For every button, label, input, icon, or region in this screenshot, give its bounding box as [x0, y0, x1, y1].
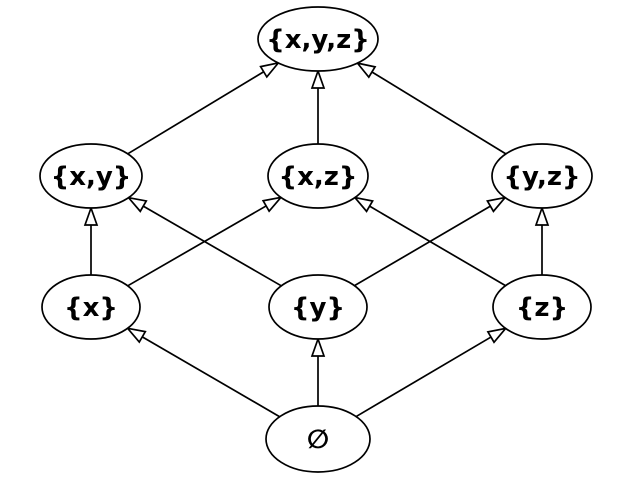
arrowhead-icon	[310, 336, 326, 357]
edge-line	[355, 336, 492, 418]
node-label: ∅	[307, 425, 329, 455]
arrowhead-icon	[310, 68, 326, 89]
node-label: {x,y}	[51, 162, 132, 192]
edge-line	[141, 336, 281, 418]
arrowhead-icon	[259, 61, 281, 79]
node-xy: {x,y}	[39, 143, 143, 209]
arrowhead-icon	[126, 196, 148, 213]
edge-y-to-xy	[126, 196, 282, 287]
arrowhead-icon	[355, 61, 377, 79]
arrowhead-icon	[352, 196, 374, 213]
edge-line	[127, 71, 265, 155]
edge-line	[354, 205, 491, 287]
edge-xy-to-xyz	[127, 61, 281, 155]
node-x: {x}	[41, 274, 141, 340]
node-z: {z}	[492, 274, 592, 340]
edge-line	[369, 205, 506, 287]
node-label: {y}	[291, 293, 345, 323]
edge-empty-to-x	[125, 326, 281, 418]
arrowhead-icon	[534, 205, 550, 226]
node-label: {y,z}	[504, 162, 581, 192]
node-ellipse	[39, 143, 143, 209]
node-label: {x}	[64, 293, 118, 323]
node-yz: {y,z}	[491, 143, 593, 209]
node-ellipse	[268, 274, 368, 340]
node-ellipse	[41, 274, 141, 340]
edge-x-to-xy	[83, 205, 99, 275]
node-empty: ∅	[265, 405, 371, 473]
node-ellipse	[265, 405, 371, 473]
node-xyz: {x,y,z}	[257, 6, 379, 72]
node-label: {x,y,z}	[266, 25, 370, 55]
node-label: {x,z}	[279, 162, 358, 192]
edge-line	[127, 205, 267, 287]
arrowhead-icon	[261, 196, 284, 213]
edge-empty-to-y	[310, 336, 326, 406]
node-y: {y}	[268, 274, 368, 340]
edge-xz-to-xyz	[310, 68, 326, 144]
node-ellipse	[491, 143, 593, 209]
edge-z-to-xz	[352, 196, 506, 287]
node-ellipse	[267, 143, 369, 209]
node-ellipse	[492, 274, 592, 340]
arrowhead-icon	[486, 327, 508, 344]
edge-line	[142, 205, 282, 287]
arrowhead-icon	[83, 205, 99, 226]
node-label: {z}	[516, 293, 568, 323]
edge-y-to-yz	[354, 196, 508, 287]
edge-yz-to-xyz	[355, 61, 507, 155]
node-ellipse	[257, 6, 379, 72]
edge-line	[371, 71, 507, 155]
edge-z-to-yz	[534, 205, 550, 275]
node-xz: {x,z}	[267, 143, 369, 209]
edge-x-to-xz	[127, 196, 284, 287]
arrowhead-icon	[486, 196, 508, 213]
edge-empty-to-z	[355, 327, 508, 418]
arrowhead-icon	[125, 326, 147, 344]
